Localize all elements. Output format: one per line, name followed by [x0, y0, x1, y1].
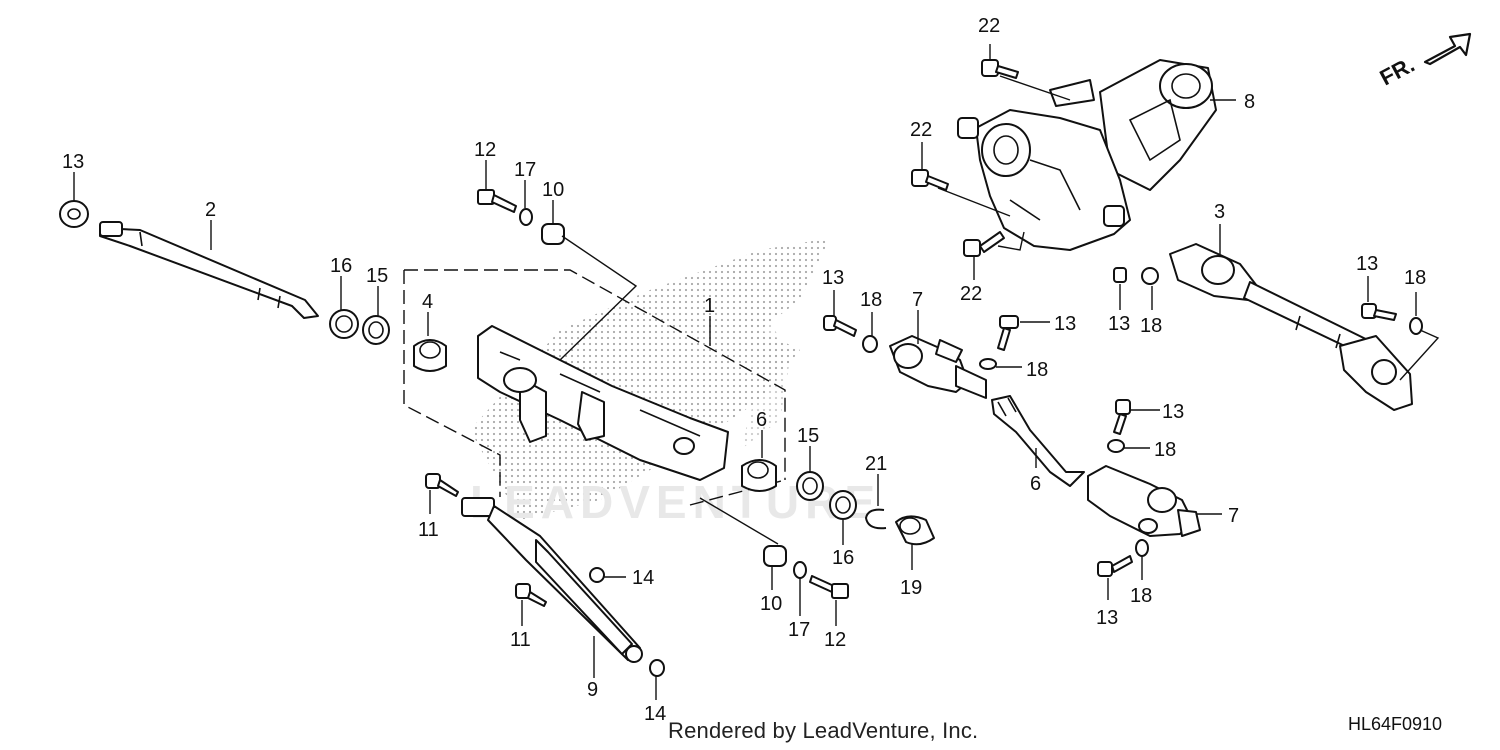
callout-11-lower: 11	[510, 629, 531, 651]
nut-14-lower	[649, 659, 665, 677]
callout-18-d: 18	[1130, 585, 1152, 607]
callout-13-b: 13	[1054, 313, 1076, 335]
callout-12-lower: 12	[824, 629, 846, 651]
circlip-21	[865, 508, 887, 530]
arrow-icon	[1423, 32, 1472, 66]
callout-18-b: 18	[1026, 359, 1048, 381]
washer-20	[59, 200, 89, 228]
bolt-11-lower	[515, 583, 547, 607]
nut-18-e	[1141, 267, 1159, 285]
direction-label: FR.	[1376, 52, 1419, 91]
footer-credit: Rendered by LeadVenture, Inc.	[668, 718, 979, 743]
bolt-22-bottom	[963, 231, 1005, 257]
nut-14-upper	[589, 567, 605, 583]
callout-12-upper: 12	[474, 139, 496, 161]
bolt-13-f	[1361, 303, 1397, 321]
callout-19: 19	[900, 577, 922, 599]
universal-joint-7-upper	[889, 335, 987, 399]
nut-18-a	[862, 335, 878, 353]
callout-17-upper: 17	[514, 159, 536, 181]
callout-18-e: 18	[1140, 315, 1162, 337]
callout-16-left: 16	[330, 255, 352, 277]
callout-6: 6	[1030, 473, 1041, 495]
bushing-19	[895, 515, 935, 546]
callout-5: 6	[756, 409, 767, 431]
callout-22-bottom: 22	[960, 283, 982, 305]
callout-2: 2	[205, 199, 216, 221]
callout-11-upper: 11	[418, 519, 439, 541]
callout-9: 9	[587, 679, 598, 701]
callout-13-a: 13	[822, 267, 844, 289]
callout-7-upper: 7	[912, 289, 923, 311]
callout-22-top: 22	[978, 15, 1000, 37]
collar-10-upper	[541, 223, 565, 245]
steering-joint-shaft-3	[1169, 243, 1413, 411]
bushing-4	[413, 339, 447, 372]
nut-18-f	[1409, 317, 1423, 335]
front-direction-indicator: FR.	[1376, 32, 1472, 91]
bolt-13-e	[1113, 267, 1127, 283]
callout-18-f: 18	[1404, 267, 1426, 289]
callout-3: 3	[1214, 201, 1225, 223]
universal-joint-7-lower	[1087, 465, 1201, 537]
collar-10-lower	[763, 545, 787, 567]
bolt-13-c	[1113, 399, 1131, 435]
callout-labels: 13 2 16 15 4 12 17 10 1 6 15 21 16 19 10…	[62, 15, 1426, 725]
callout-1: 1	[704, 295, 715, 317]
bushing-5	[741, 459, 777, 492]
power-steering-unit-8	[957, 59, 1217, 251]
bolt-22-top	[981, 59, 1019, 79]
callout-10-lower: 10	[760, 593, 782, 615]
bolt-13-b	[997, 315, 1019, 351]
bolt-12-lower	[809, 575, 849, 599]
callout-22-mid: 22	[910, 119, 932, 141]
callout-20: 13	[62, 151, 84, 173]
bolt-22-mid	[911, 169, 949, 191]
callout-10-upper: 10	[542, 179, 564, 201]
callout-15-right: 15	[797, 425, 819, 447]
leader-lines	[73, 44, 1440, 700]
washer-16-left	[329, 309, 359, 339]
callout-16-right: 16	[832, 547, 854, 569]
bolt-13-d	[1097, 555, 1133, 577]
steering-damper-9	[461, 497, 643, 663]
callout-13-c: 13	[1162, 401, 1184, 423]
washer-15-left	[362, 315, 390, 345]
callout-14-lower: 14	[644, 703, 666, 725]
nut-18-c	[1107, 439, 1125, 453]
callout-13-e: 13	[1108, 313, 1130, 335]
callout-15-left: 15	[366, 265, 388, 287]
callout-7-lower: 7	[1228, 505, 1239, 527]
callout-8: 8	[1244, 91, 1255, 113]
callout-14-upper: 14	[632, 567, 654, 589]
bolt-13-a	[823, 315, 857, 337]
callout-4: 4	[422, 291, 433, 313]
steering-shaft-2	[99, 221, 319, 319]
callout-17-lower: 17	[788, 619, 810, 641]
nut-18-b	[979, 358, 997, 370]
nut-18-d	[1135, 539, 1149, 557]
washer-17-upper	[519, 208, 533, 226]
column-bracket-1	[477, 325, 729, 481]
bolt-12-upper	[477, 189, 517, 213]
callout-18-a: 18	[860, 289, 882, 311]
intermediate-shaft-6	[991, 395, 1085, 487]
bolt-11-upper	[425, 473, 459, 497]
callout-21: 21	[865, 453, 887, 475]
washer-15-right	[796, 471, 824, 501]
callout-13-f: 13	[1356, 253, 1378, 275]
callout-13-d: 13	[1096, 607, 1118, 629]
washer-17-lower	[793, 561, 807, 579]
callout-18-c: 18	[1154, 439, 1176, 461]
washer-16-right	[829, 490, 857, 520]
diagram-code: HL64F0910	[1348, 714, 1443, 734]
